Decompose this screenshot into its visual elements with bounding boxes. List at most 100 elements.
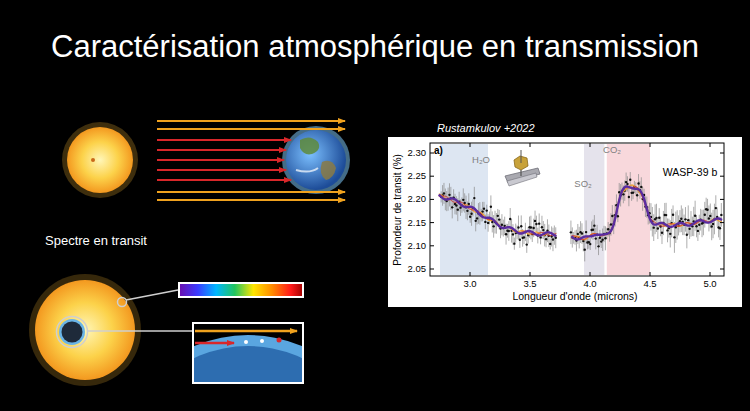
data-point: [473, 197, 475, 199]
error-bar: [605, 226, 606, 250]
spectrum-bar: [179, 283, 303, 297]
data-point: [592, 229, 594, 231]
data-point: [607, 228, 609, 230]
data-point: [501, 224, 503, 226]
error-bar: [483, 202, 484, 216]
data-point: [532, 227, 534, 229]
error-bar: [679, 210, 680, 232]
data-point: [470, 213, 472, 215]
data-point: [720, 214, 722, 216]
error-bar: [454, 194, 455, 215]
error-bar: [717, 207, 718, 226]
data-point: [483, 207, 485, 209]
data-point: [655, 217, 657, 219]
tick-label: 5.0: [703, 279, 716, 289]
tick-mark: [430, 269, 434, 270]
error-bar: [711, 213, 712, 241]
tick-mark: [430, 199, 434, 200]
tick-label: 2.30: [408, 148, 427, 158]
tick-mark: [710, 143, 711, 147]
error-bar: [656, 204, 657, 232]
plot-data: [439, 172, 723, 261]
error-bar: [570, 221, 571, 245]
error-bar: [702, 210, 703, 237]
axis-title: Longueur d'onde (microns): [512, 291, 637, 302]
axes: [430, 143, 724, 276]
data-point: [695, 225, 697, 227]
data-point: [709, 215, 711, 217]
data-point: [712, 223, 714, 225]
error-bar: [443, 183, 444, 204]
error-bar: [682, 209, 683, 236]
data-point: [581, 232, 583, 234]
data-point: [658, 217, 660, 219]
error-bar: [657, 218, 658, 239]
planet-name: WASP-39 b: [663, 167, 717, 178]
data-point: [481, 210, 483, 212]
error-bar: [468, 193, 469, 214]
error-bar: [586, 220, 587, 243]
absorption-band: [607, 144, 650, 275]
error-bar: [692, 217, 693, 236]
planet: [286, 130, 346, 190]
data-point: [585, 231, 587, 233]
tick-label: 2.05: [408, 264, 427, 274]
data-point: [595, 237, 597, 239]
data-point: [474, 220, 476, 222]
error-bar: [697, 221, 698, 241]
land: [300, 137, 319, 154]
error-bar: [543, 221, 544, 239]
error-bar: [552, 228, 553, 251]
error-bar: [486, 205, 487, 217]
data-point: [698, 224, 700, 226]
transit-scheme: [62, 121, 350, 200]
tick-mark: [720, 153, 724, 154]
error-bar: [713, 210, 714, 238]
planet: [62, 322, 83, 343]
star-glow: [29, 274, 141, 386]
data-point: [443, 192, 445, 194]
error-bar: [598, 238, 599, 256]
data-point: [526, 243, 528, 245]
model-curve: [439, 185, 722, 240]
error-bar: [490, 195, 491, 218]
band-label: H₂O: [472, 155, 490, 165]
panel-letter: a): [434, 146, 443, 157]
data-point: [706, 208, 708, 210]
tick-mark: [720, 199, 724, 200]
error-bar: [536, 216, 537, 233]
data-point: [462, 199, 464, 201]
error-bar: [504, 217, 505, 235]
tick-mark: [720, 222, 724, 223]
data-point: [570, 231, 572, 233]
error-bar: [689, 219, 690, 239]
data-point: [629, 179, 631, 181]
star-spot: [91, 158, 95, 162]
data-point: [611, 215, 613, 217]
data-point: [704, 214, 706, 216]
error-bar: [721, 203, 722, 227]
data-point: [498, 218, 500, 220]
tick-label: 3.0: [463, 279, 476, 289]
data-point: [466, 210, 468, 212]
error-bar: [470, 211, 471, 223]
data-point: [513, 242, 515, 244]
error-bar: [477, 212, 478, 224]
error-bar: [474, 187, 475, 210]
data-point: [632, 191, 634, 193]
data-point: [680, 218, 682, 220]
band-label: SO₂: [574, 179, 591, 189]
data-point: [523, 236, 525, 238]
data-point: [640, 186, 642, 188]
tick-label: 2.15: [408, 218, 427, 228]
tick-mark: [650, 143, 651, 147]
plot-frame: [430, 143, 724, 276]
data-point: [492, 225, 494, 227]
error-bar: [707, 199, 708, 221]
tick-mark: [710, 272, 711, 276]
data-point: [653, 226, 655, 228]
error-bar: [590, 238, 591, 250]
zoom-box: [193, 323, 303, 383]
band-label: CO₂: [603, 145, 621, 155]
data-point: [486, 209, 488, 211]
